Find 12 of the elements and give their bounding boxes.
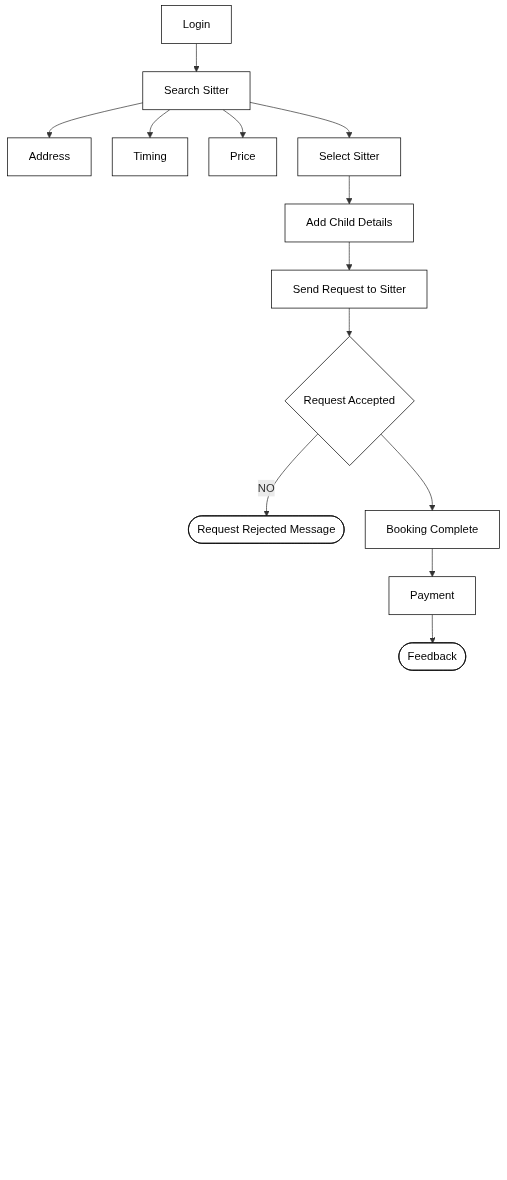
node-box: Add Child Details xyxy=(284,203,414,243)
edge-label: NO xyxy=(257,481,275,494)
node-box: Search Sitter xyxy=(142,71,251,111)
node-box: Address xyxy=(7,137,92,177)
node-diamond: Request Accepted xyxy=(284,335,415,466)
node-box: Send Request to Sitter xyxy=(271,269,428,309)
node-box: Login xyxy=(161,5,232,44)
node-box: Price xyxy=(208,137,278,177)
node-box: Timing xyxy=(111,137,189,177)
node-box: Payment xyxy=(388,576,476,616)
node-box: Booking Complete xyxy=(364,510,500,549)
node-box: Select Sitter xyxy=(297,137,402,177)
